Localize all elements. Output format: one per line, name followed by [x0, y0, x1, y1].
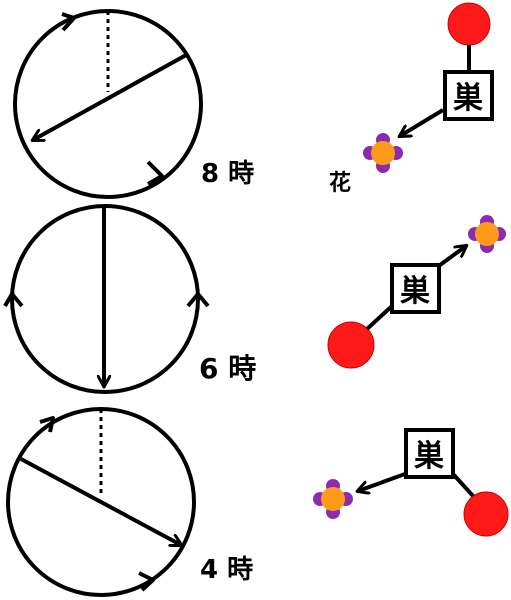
rotation-arrow-right: [186, 292, 210, 308]
panel-4: 4 時 巣: [6, 407, 509, 597]
sun-nest-connector: [365, 304, 394, 331]
flower-label: 花: [329, 170, 351, 196]
rotation-arrow-bottom: [138, 571, 155, 592]
panel-6: 6 時 巣: [3, 204, 506, 394]
flower-icon: [468, 215, 506, 253]
nest-label: 巣: [453, 81, 483, 116]
time-label: 4 時: [200, 555, 253, 585]
flight-direction-arrow: [358, 472, 406, 491]
flight-direction-arrow: [438, 246, 466, 267]
sun-icon: [463, 491, 509, 537]
flower-icon: [363, 133, 403, 173]
flight-direction-arrow: [400, 108, 445, 136]
nest-label: 巣: [400, 274, 430, 309]
sun-icon: [447, 2, 491, 46]
panel-8: 8 時 巣 花: [13, 2, 494, 199]
time-label: 6 時: [199, 352, 256, 385]
rotation-arrow-bottom: [146, 160, 164, 186]
nest-label: 巣: [414, 439, 444, 474]
flower-icon: [313, 479, 353, 519]
rotation-arrow-top: [39, 416, 55, 433]
sun-direction-arrow: [33, 52, 189, 140]
nest-box: [404, 428, 455, 479]
time-label: 8 時: [201, 159, 254, 189]
rotation-arrow-left: [3, 292, 24, 308]
sun-icon: [327, 321, 375, 369]
sun-direction-arrow: [20, 457, 181, 545]
rotation-arrow-top: [61, 12, 76, 32]
nest-box: [443, 70, 494, 121]
sun-nest-connector: [451, 472, 476, 499]
nest-box: [390, 263, 441, 314]
